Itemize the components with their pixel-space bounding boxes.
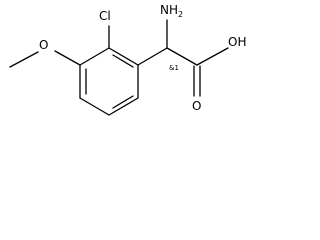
chemical-structure: Cl O NH2 &1 OH O <box>9 3 246 116</box>
ring-bond <box>79 97 110 116</box>
c-o-bond <box>54 50 81 66</box>
ring-bond <box>108 47 139 66</box>
carbonyl-oxygen-label: O <box>192 99 201 113</box>
ring-calpha-bond <box>137 47 168 66</box>
amino-label: NH2 <box>160 3 183 19</box>
stereo-label: &1 <box>169 64 179 72</box>
chlorine-label: Cl <box>99 9 111 23</box>
c-oh-bond <box>196 47 229 66</box>
calpha-ccooh-bond <box>166 47 198 66</box>
ring-bond <box>79 47 110 66</box>
ring-double-bond <box>112 95 134 109</box>
benzene-ring <box>79 47 139 116</box>
o-ch3-bond <box>9 51 39 68</box>
ring-double-bond <box>112 54 134 68</box>
ring-bond <box>108 97 139 116</box>
methoxy-oxygen-label: O <box>39 38 48 52</box>
hydroxyl-label: OH <box>228 35 246 49</box>
